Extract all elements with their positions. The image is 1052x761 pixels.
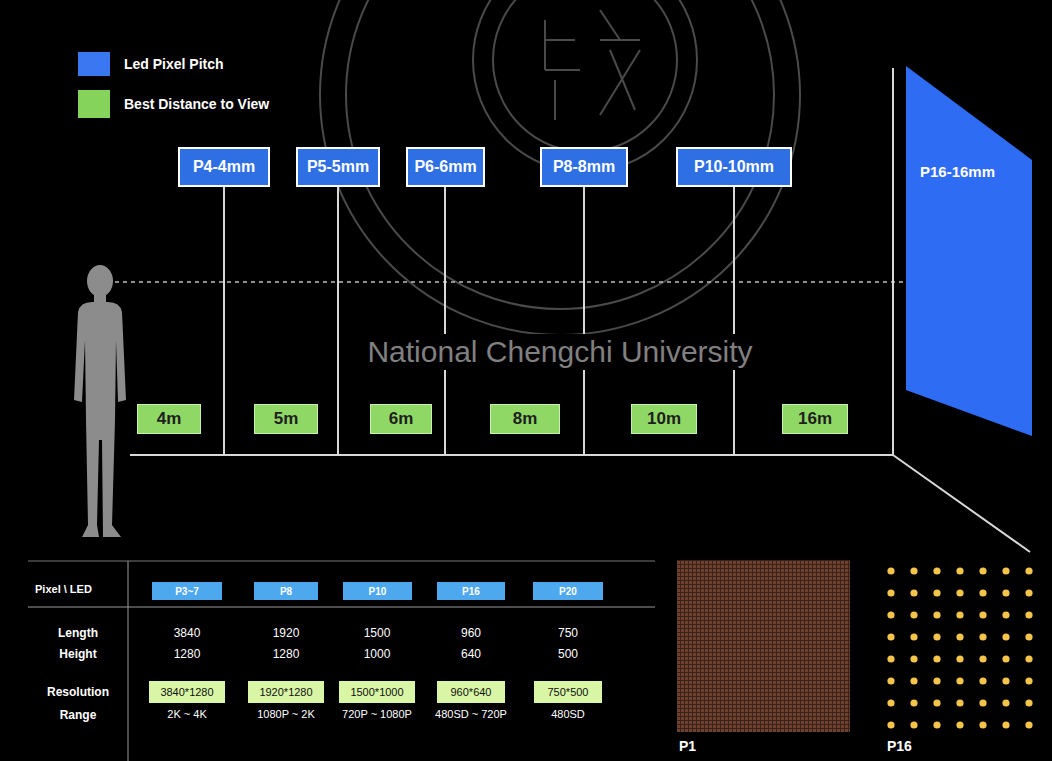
box-text: P8 — [280, 586, 292, 597]
box-text: 10m — [647, 410, 681, 429]
row-header: Height — [59, 647, 96, 661]
table-cell: 1080P ~ 2K — [257, 708, 315, 721]
box-text: 4m — [157, 410, 182, 429]
pitch-header-box: P3~7 — [152, 582, 222, 600]
person-head — [87, 265, 113, 297]
legend-row: Led Pixel Pitch — [78, 52, 224, 76]
resolution-box: 750*500 — [534, 681, 602, 703]
p16-dots — [880, 560, 1045, 736]
table-cell: 2K ~ 4K — [167, 708, 206, 721]
box-text: 3840*1280 — [160, 686, 213, 698]
screen-panel: P16-16mm — [906, 66, 1032, 436]
pitch-box: P6-6mm — [406, 147, 485, 187]
distance-box: 5m — [254, 404, 318, 434]
box-text: P4-4mm — [193, 158, 255, 176]
table-cell: 960 — [461, 626, 481, 640]
drop-line — [733, 187, 735, 455]
box-text: 960*640 — [451, 686, 492, 698]
legend-row: Best Distance to View — [78, 90, 269, 118]
table-cell: 1280 — [174, 647, 201, 661]
distance-box: 6m — [370, 404, 432, 434]
box-text: P16 — [462, 586, 480, 597]
box-text: P3~7 — [175, 586, 199, 597]
pitch-box: P10-10mm — [676, 147, 792, 187]
legend-text: Best Distance to View — [124, 96, 269, 112]
table-cell: 480SD ~ 720P — [435, 708, 507, 721]
panel-outline — [906, 66, 1032, 436]
watermark-text: National Chengchi University — [361, 334, 758, 370]
table-cell: 720P ~ 1080P — [342, 708, 412, 721]
image-caption: P1 — [679, 738, 696, 755]
box-text: 1920*1280 — [259, 686, 312, 698]
box-text: P5-5mm — [307, 158, 369, 176]
table-rule — [28, 561, 655, 562]
table-cell: 1500 — [364, 626, 391, 640]
seal-watermark — [320, 0, 800, 335]
person-silhouette — [74, 265, 126, 537]
box-text: 750*500 — [548, 686, 589, 698]
p1-texture — [677, 560, 850, 732]
seal-ring — [493, 0, 677, 152]
table-corner: Pixel \ LED — [35, 583, 92, 596]
distance-box: 8m — [490, 404, 560, 434]
panel-shape — [906, 66, 1032, 436]
legend-text: Led Pixel Pitch — [124, 56, 224, 72]
resolution-box: 1920*1280 — [248, 681, 324, 703]
distance-box: 4m — [137, 404, 201, 434]
box-text: 1500*1000 — [350, 686, 403, 698]
table-cell: 500 — [558, 647, 578, 661]
floor-edge-line — [893, 455, 1030, 552]
box-text: P10 — [369, 586, 387, 597]
eye-level-line — [115, 281, 985, 283]
distance-box: 10m — [631, 404, 697, 434]
box-text: P10-10mm — [694, 158, 774, 176]
table-cell: 750 — [558, 626, 578, 640]
wall-line — [892, 68, 894, 455]
box-text: P8-8mm — [553, 158, 615, 176]
pitch-header-box: P16 — [437, 582, 505, 600]
table-cell: 1280 — [273, 647, 300, 661]
table-cell: 3840 — [174, 626, 201, 640]
resolution-box: 3840*1280 — [149, 681, 225, 703]
row-header: Length — [58, 626, 98, 640]
drop-line — [444, 187, 446, 455]
person-body — [74, 302, 126, 537]
box-text: 6m — [389, 410, 414, 429]
table-rule — [128, 561, 129, 761]
pitch-header-box: P20 — [533, 582, 603, 600]
drop-line — [337, 187, 339, 455]
drop-line — [223, 187, 225, 455]
table-rule — [28, 607, 655, 608]
table-cell: 640 — [461, 647, 481, 661]
pitch-header-box: P8 — [254, 582, 318, 600]
pitch-box: P4-4mm — [178, 147, 270, 187]
panel-label: P16-16mm — [920, 163, 995, 180]
box-text: 5m — [274, 410, 299, 429]
floor-line — [130, 454, 893, 456]
pitch-header-box: P10 — [343, 582, 412, 600]
row-header: Resolution — [47, 685, 109, 699]
box-text: P6-6mm — [414, 158, 476, 176]
resolution-box: 1500*1000 — [339, 681, 415, 703]
seal-ring — [320, 0, 800, 335]
box-text: 16m — [798, 410, 832, 429]
pitch-box: P8-8mm — [540, 147, 628, 187]
pitch-box: P5-5mm — [296, 147, 380, 187]
image-caption: P16 — [887, 738, 912, 755]
table-cell: 1920 — [273, 626, 300, 640]
row-header: Range — [60, 708, 97, 722]
legend-swatch — [78, 52, 110, 76]
box-text: 8m — [513, 410, 538, 429]
legend-swatch — [78, 90, 110, 118]
distance-box: 16m — [782, 404, 848, 434]
seal-glyph — [545, 10, 640, 120]
drop-line — [583, 187, 585, 455]
box-text: P20 — [559, 586, 577, 597]
table-cell: 1000 — [364, 647, 391, 661]
resolution-box: 960*640 — [437, 681, 505, 703]
table-cell: 480SD — [551, 708, 585, 721]
